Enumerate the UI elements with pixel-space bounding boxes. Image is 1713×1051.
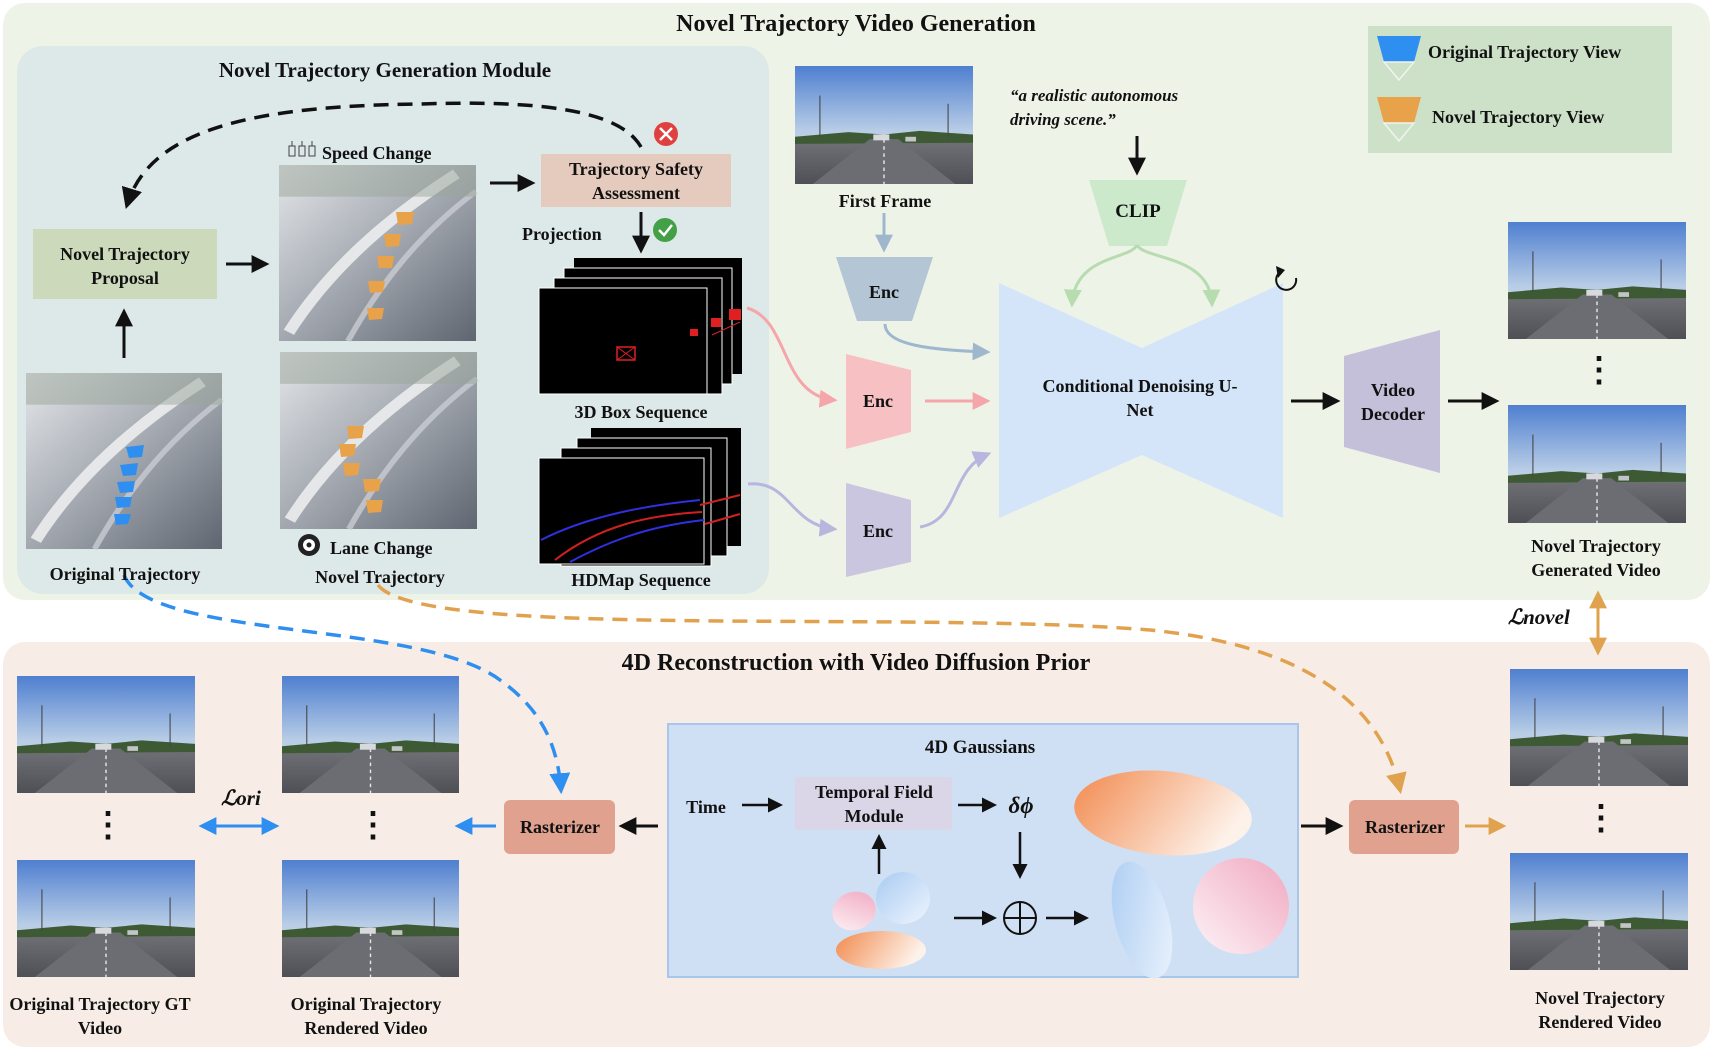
video-decoder-block (1344, 330, 1440, 473)
arrow-enc-lav-to-unet (919, 451, 992, 529)
rasterizer-left-box (504, 800, 615, 854)
gt-video-label: Original Trajectory GT Video (9, 994, 191, 1038)
speed-change-label: Speed Change (322, 143, 432, 163)
accept-check-icon (653, 218, 677, 242)
legend-blue-frustum-icon (1377, 36, 1421, 82)
novel-rendered-frame-1 (1509, 668, 1689, 787)
enc-box-label: Enc (862, 391, 893, 411)
gaussian-blobs-small (832, 872, 930, 969)
enc-first-frame-block (836, 257, 933, 321)
lane-change-boxes (339, 426, 383, 513)
clip-label: CLIP (1115, 201, 1161, 222)
legend-original-label: Original Trajectory View (1428, 42, 1622, 62)
delta-phi-label: δϕ (1008, 793, 1034, 818)
gaussians-title: 4D Gaussians (924, 737, 1036, 758)
legend-panel (1368, 26, 1672, 153)
legend-orange-frustum-icon (1377, 97, 1421, 143)
loss-ori-label: ℒori (221, 786, 261, 810)
generated-video-frame-1 (1507, 221, 1687, 340)
rasterizer-left-label: Rasterizer (520, 817, 600, 837)
unet-label: Conditional Denoising U-Net (1042, 376, 1238, 420)
safety-box-label: Trajectory Safety Assessment (568, 159, 704, 203)
temporal-field-box (795, 777, 952, 830)
gt-video-dots: ⋮ (91, 807, 125, 844)
rendered-video-frame-2 (281, 859, 460, 978)
enc-box-sequence-block (846, 354, 911, 449)
time-label: Time (686, 797, 726, 817)
box-sequence-stack (538, 258, 742, 395)
hdmap-sequence-label: HDMap Sequence (571, 570, 711, 590)
steering-wheel-icon (298, 534, 320, 556)
module-title: Novel Trajectory Generation Module (218, 58, 552, 82)
rendered-video-label: Original Trajectory Rendered Video (290, 994, 442, 1038)
enc-hdmap-label: Enc (862, 521, 893, 541)
novel-rendered-frame-2 (1509, 852, 1689, 971)
first-frame-label: First Frame (838, 191, 932, 211)
arrow-clip-to-unet-left (1063, 244, 1139, 308)
first-frame-image (794, 65, 974, 185)
generated-video-label: Novel Trajectory Generated Video (1531, 536, 1661, 580)
novel-trajectory-dashed-arrow (376, 583, 1407, 795)
enc-first-frame-label: Enc (868, 282, 899, 302)
refresh-icon (1275, 266, 1298, 291)
speedometer-icon (288, 141, 316, 157)
top-title: Novel Trajectory Video Generation (676, 11, 1036, 37)
loss-novel-label: ℒnovel (1508, 605, 1570, 629)
arrow-hdmap-to-enc (747, 482, 838, 537)
clip-block (1089, 180, 1187, 246)
lane-change-label: Lane Change (330, 538, 433, 558)
reject-x-icon (654, 122, 678, 146)
hdmap-sequence-stack (538, 428, 741, 567)
temporal-field-label: Temporal Field Module (815, 782, 933, 826)
legend-novel-label: Novel Trajectory View (1432, 107, 1605, 127)
rasterizer-right-label: Rasterizer (1365, 817, 1445, 837)
speed-change-boxes (367, 212, 414, 320)
safety-box (541, 154, 731, 207)
proposal-box-label: Novel Trajectory Proposal (60, 244, 190, 288)
gt-video-frame-2 (16, 859, 196, 978)
oplus-icon (1003, 901, 1037, 935)
original-trajectory-dashed-arrow (122, 574, 571, 795)
generated-video-frame-2 (1507, 404, 1687, 524)
original-trajectory-label: Original Trajectory (49, 564, 201, 584)
decoder-label: Video Decoder (1361, 380, 1425, 424)
unet-block (999, 283, 1283, 518)
arrow-box-to-enc (746, 306, 838, 408)
gaussian-blobs-large (1074, 770, 1289, 979)
original-trajectory-boxes (114, 445, 144, 525)
arrow-clip-to-unet-right (1135, 244, 1221, 308)
novel-trajectory-label: Novel Trajectory (315, 567, 445, 587)
box-sequence-label: 3D Box Sequence (574, 402, 708, 422)
rendered-video-dots: ⋮ (356, 807, 390, 844)
generated-video-dots: ⋮ (1582, 352, 1616, 389)
gt-video-frame-1 (16, 675, 196, 794)
novel-rendered-dots: ⋮ (1584, 800, 1618, 837)
bottom-title: 4D Reconstruction with Video Diffusion P… (621, 650, 1091, 676)
enc-hdmap-block (846, 483, 911, 577)
novel-rendered-label: Novel Trajectory Rendered Video (1535, 988, 1665, 1032)
rendered-video-frame-1 (281, 675, 460, 794)
feedback-dashed-arrow (121, 101, 643, 210)
prompt-label: “a realistic autonomous driving scene.” (1010, 86, 1179, 129)
arrow-enc-to-unet-gray (883, 323, 991, 361)
proposal-box (33, 229, 217, 299)
projection-label: Projection (522, 224, 602, 244)
rasterizer-right-box (1349, 800, 1459, 854)
